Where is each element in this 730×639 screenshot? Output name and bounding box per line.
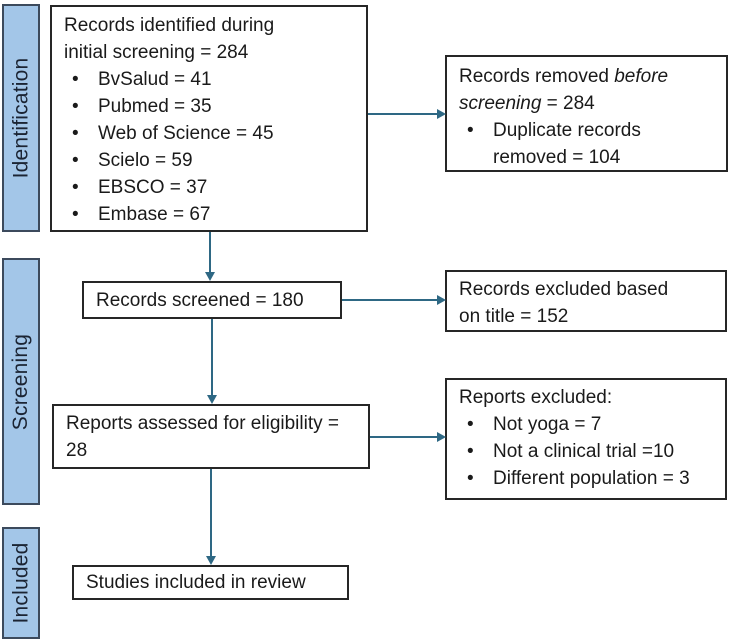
records-removed-list: • Duplicate records removed = 104 — [459, 117, 714, 171]
box-records-excluded-title-text: Records excluded based on title = 152 — [459, 279, 669, 327]
arrow-down-icon — [207, 395, 217, 404]
stage-label-included: Included — [2, 527, 40, 639]
stage-label-screening-text: Screening — [9, 333, 32, 430]
list-item: • Web of Science = 45 — [70, 120, 354, 147]
box-records-removed: Records removed before screening = 284 •… — [445, 55, 728, 172]
arrow-right-icon — [437, 109, 446, 119]
list-item: • Pubmed = 35 — [70, 93, 354, 120]
list-item-text: Scielo = 59 — [98, 150, 193, 171]
reports-excluded-list: • Not yoga = 7 • Not a clinical trial =1… — [459, 411, 713, 492]
bullet-icon: • — [72, 177, 79, 198]
arrow-right-icon — [437, 432, 446, 442]
list-item: • Not a clinical trial =10 — [465, 438, 713, 465]
bullet-icon: • — [72, 204, 79, 225]
bullet-icon: • — [467, 120, 474, 141]
bullet-icon: • — [467, 414, 474, 435]
box-studies-included: Studies included in review — [72, 565, 349, 600]
list-item: • Scielo = 59 — [70, 147, 354, 174]
arrow-identified-to-screened-line — [209, 232, 211, 273]
arrow-down-icon — [205, 272, 215, 281]
list-item-text: Web of Science = 45 — [98, 123, 274, 144]
box-studies-included-title: Studies included in review — [86, 572, 306, 593]
box-records-removed-title: Records removed before screening = 284 — [459, 63, 714, 117]
box-reports-assessed-title: Reports assessed for eligibility = 28 — [66, 413, 339, 461]
box-reports-excluded-title: Reports excluded: — [459, 387, 613, 408]
stage-label-screening: Screening — [2, 258, 40, 505]
title-text: Records removed — [459, 66, 615, 87]
bullet-icon: • — [467, 441, 474, 462]
list-item: • Different population = 3 — [465, 465, 713, 492]
list-item: • Duplicate records removed = 104 — [465, 117, 714, 171]
list-item-text: Pubmed = 35 — [98, 96, 212, 117]
box-reports-excluded: Reports excluded: • Not yoga = 7 • Not a… — [445, 378, 727, 500]
box-records-identified-title: Records identified during initial screen… — [64, 15, 275, 63]
stage-label-identification-text: Identification — [9, 57, 32, 179]
stage-label-included-text: Included — [9, 542, 32, 624]
list-item-text: Duplicate records removed = 104 — [493, 120, 641, 168]
list-item-text: Not yoga = 7 — [493, 414, 602, 435]
box-reports-assessed: Reports assessed for eligibility = 28 — [52, 404, 370, 469]
bullet-icon: • — [72, 150, 79, 171]
list-item-text: EBSCO = 37 — [98, 177, 208, 198]
box-records-identified: Records identified during initial screen… — [50, 5, 368, 232]
bullet-icon: • — [467, 468, 474, 489]
list-item: • Not yoga = 7 — [465, 411, 713, 438]
list-item-text: Different population = 3 — [493, 468, 690, 489]
title-italic-text: before screening — [459, 66, 669, 114]
title-text: = 284 — [541, 93, 595, 114]
bullet-icon: • — [72, 96, 79, 117]
bullet-icon: • — [72, 69, 79, 90]
list-item: • BvSalud = 41 — [70, 66, 354, 93]
box-records-screened: Records screened = 180 — [82, 281, 342, 319]
list-item-text: BvSalud = 41 — [98, 69, 212, 90]
bullet-icon: • — [72, 123, 79, 144]
list-item: • EBSCO = 37 — [70, 174, 354, 201]
arrow-right-icon — [437, 295, 446, 305]
arrow-identified-to-removed-line — [368, 113, 438, 115]
list-item: • Embase = 67 — [70, 201, 354, 228]
list-item-text: Not a clinical trial =10 — [493, 441, 675, 462]
arrow-screened-to-assessed-line — [211, 319, 213, 396]
stage-label-identification: Identification — [2, 4, 40, 232]
arrow-screened-to-excluded-line — [342, 299, 438, 301]
arrow-assessed-to-excluded-line — [370, 436, 438, 438]
arrow-down-icon — [206, 556, 216, 565]
box-records-screened-title: Records screened = 180 — [96, 289, 304, 311]
box-records-excluded-title: Records excluded based on title = 152 — [445, 270, 727, 332]
arrow-assessed-to-included-line — [210, 469, 212, 557]
list-item-text: Embase = 67 — [98, 204, 211, 225]
records-identified-list: • BvSalud = 41 • Pubmed = 35 • Web of Sc… — [64, 66, 354, 228]
